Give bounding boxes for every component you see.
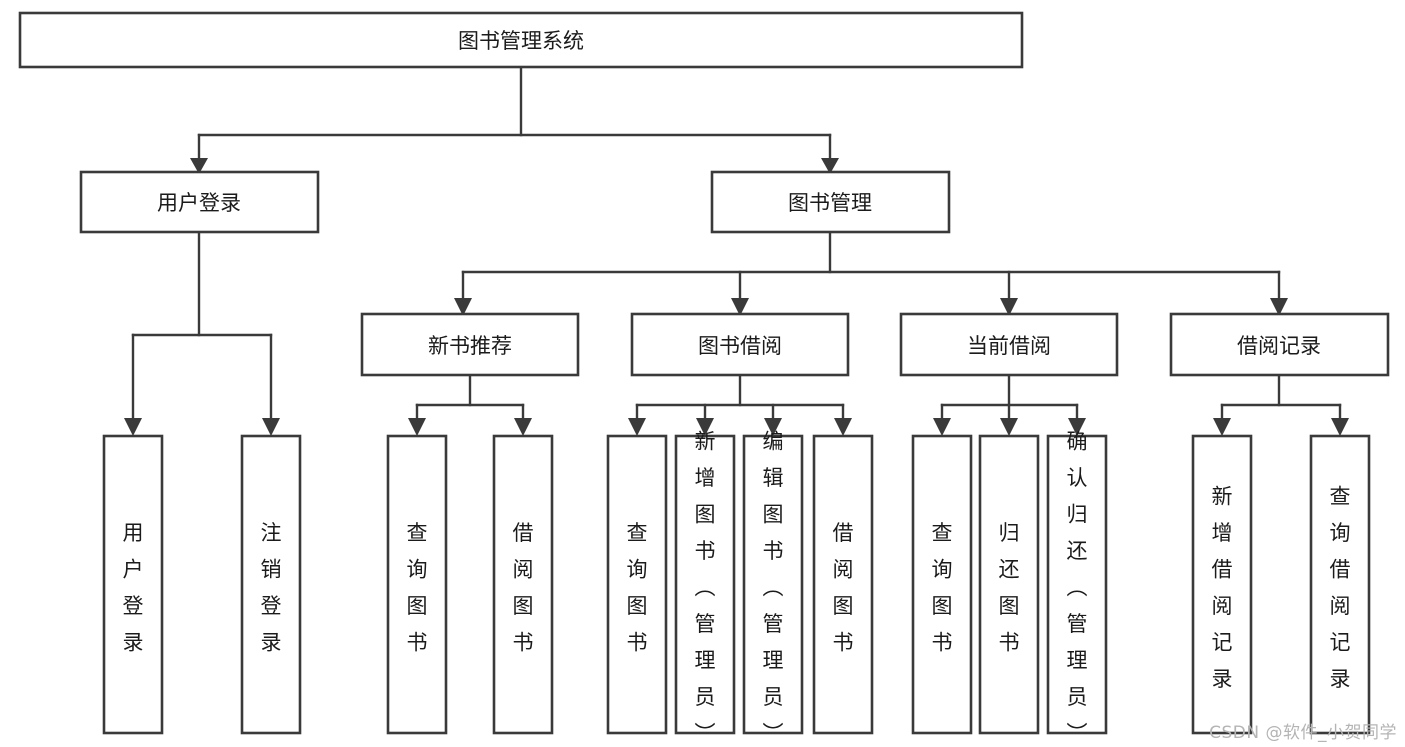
arrow-head-br-leaf-1 xyxy=(1213,418,1231,436)
leaf-new-book-query-box[interactable] xyxy=(386,434,448,735)
arrow-head-current-borrow xyxy=(1000,298,1018,316)
arrow-head-cb-leaf-1 xyxy=(933,418,951,436)
arrow-head-book-mgmt xyxy=(821,158,839,174)
leaf-user-login-login[interactable]: 用户登录 xyxy=(102,434,164,735)
leaf-user-login-login-box[interactable] xyxy=(102,434,164,735)
node-borrow-record-box[interactable] xyxy=(1169,312,1390,377)
connectors xyxy=(124,65,1349,436)
arrow-head-bb-leaf-1 xyxy=(628,418,646,436)
leaf-book-borrow-edit-label: 编辑图书︵管理员︶ xyxy=(763,430,784,746)
leaf-book-borrow-edit-box[interactable] xyxy=(742,434,804,735)
node-root-system-box[interactable] xyxy=(18,11,1024,69)
leaf-current-borrow-query[interactable]: 查询图书 xyxy=(911,434,973,735)
leaf-new-book-query[interactable]: 查询图书 xyxy=(386,434,448,735)
leaf-book-borrow-add-label: 新增图书︵管理员︶ xyxy=(695,430,716,746)
node-book-borrow-label: 图书借阅 xyxy=(698,334,782,358)
leaf-new-book-query-label: 查询图书 xyxy=(407,521,428,655)
leaf-borrow-record-query[interactable]: 查询借阅记录 xyxy=(1309,434,1371,735)
node-new-book-recommend-box[interactable] xyxy=(360,312,580,377)
node-new-book-recommend-label: 新书推荐 xyxy=(428,334,512,358)
leaf-book-borrow-edit[interactable]: 编辑图书︵管理员︶ xyxy=(742,430,804,746)
leaf-book-borrow-query[interactable]: 查询图书 xyxy=(606,434,668,735)
arrow-head-cb-leaf-3 xyxy=(1068,418,1086,436)
node-book-borrow[interactable]: 图书借阅 xyxy=(630,312,850,377)
leaf-user-login-logout-label: 注销登录 xyxy=(261,521,282,655)
node-user-login[interactable]: 用户登录 xyxy=(79,170,320,234)
leaf-book-borrow-borrow-label: 借阅图书 xyxy=(833,521,854,655)
leaf-book-borrow-borrow-box[interactable] xyxy=(812,434,874,735)
node-current-borrow[interactable]: 当前借阅 xyxy=(899,312,1119,377)
leaf-current-borrow-return-box[interactable] xyxy=(978,434,1040,735)
leaf-user-login-login-label: 用户登录 xyxy=(123,521,144,655)
leaf-book-borrow-add-box[interactable] xyxy=(674,434,736,735)
arrow-head-cb-leaf-2 xyxy=(1000,418,1018,436)
leaf-book-borrow-query-box[interactable] xyxy=(606,434,668,735)
arrow-head-bb-leaf-3 xyxy=(764,418,782,436)
arrow-head-bb-leaf-4 xyxy=(834,418,852,436)
leaf-book-borrow-add[interactable]: 新增图书︵管理员︶ xyxy=(674,430,736,746)
node-book-borrow-box[interactable] xyxy=(630,312,850,377)
arrow-head-bb-leaf-2 xyxy=(696,418,714,436)
node-current-borrow-box[interactable] xyxy=(899,312,1119,377)
arrow-head-book-borrow xyxy=(731,298,749,316)
node-root-system-label: 图书管理系统 xyxy=(458,29,584,53)
node-root-system[interactable]: 图书管理系统 xyxy=(18,11,1024,69)
leaf-current-borrow-return-label: 归还图书 xyxy=(999,521,1020,655)
arrow-head-br-leaf-2 xyxy=(1331,418,1349,436)
leaf-current-borrow-confirm-label: 确认归还︵管理员︶ xyxy=(1067,430,1088,746)
leaf-user-login-logout[interactable]: 注销登录 xyxy=(240,434,302,735)
leaf-current-borrow-return[interactable]: 归还图书 xyxy=(978,434,1040,735)
leaf-borrow-record-add-label: 新增借阅记录 xyxy=(1212,484,1233,690)
arrow-head-leaf-logout xyxy=(262,418,280,436)
node-current-borrow-label: 当前借阅 xyxy=(967,334,1051,358)
leaf-book-borrow-borrow[interactable]: 借阅图书 xyxy=(812,434,874,735)
leaf-current-borrow-query-box[interactable] xyxy=(911,434,973,735)
node-new-book-recommend[interactable]: 新书推荐 xyxy=(360,312,580,377)
leaf-new-book-borrow-box[interactable] xyxy=(492,434,554,735)
node-book-management-label: 图书管理 xyxy=(788,191,872,215)
arrow-head-new-book xyxy=(454,298,472,316)
watermark-text: CSDN @软件_小贺同学 xyxy=(1209,723,1397,743)
leaf-borrow-record-add[interactable]: 新增借阅记录 xyxy=(1191,434,1253,735)
node-borrow-record-label: 借阅记录 xyxy=(1237,334,1321,358)
leaf-borrow-record-query-label: 查询借阅记录 xyxy=(1330,484,1351,690)
node-book-management[interactable]: 图书管理 xyxy=(710,170,951,234)
node-book-management-box[interactable] xyxy=(710,170,951,234)
leaf-borrow-record-add-box[interactable] xyxy=(1191,434,1253,735)
leaf-borrow-record-query-box[interactable] xyxy=(1309,434,1371,735)
leaf-current-borrow-query-label: 查询图书 xyxy=(932,521,953,655)
arrow-head-user-login xyxy=(190,158,208,174)
leaf-current-borrow-confirm-box[interactable] xyxy=(1046,434,1108,735)
arrow-head-nb-leaf-2 xyxy=(514,418,532,436)
leaf-new-book-borrow[interactable]: 借阅图书 xyxy=(492,434,554,735)
arrow-head-leaf-user-login xyxy=(124,418,142,436)
leaf-current-borrow-confirm[interactable]: 确认归还︵管理员︶ xyxy=(1046,430,1108,746)
arrow-head-nb-leaf-1 xyxy=(408,418,426,436)
node-borrow-record[interactable]: 借阅记录 xyxy=(1169,312,1390,377)
arrow-head-borrow-record xyxy=(1270,298,1288,316)
node-user-login-box[interactable] xyxy=(79,170,320,234)
leaf-book-borrow-query-label: 查询图书 xyxy=(627,521,648,655)
leaf-user-login-logout-box[interactable] xyxy=(240,434,302,735)
node-user-login-label: 用户登录 xyxy=(157,191,241,215)
leaf-new-book-borrow-label: 借阅图书 xyxy=(513,521,534,655)
